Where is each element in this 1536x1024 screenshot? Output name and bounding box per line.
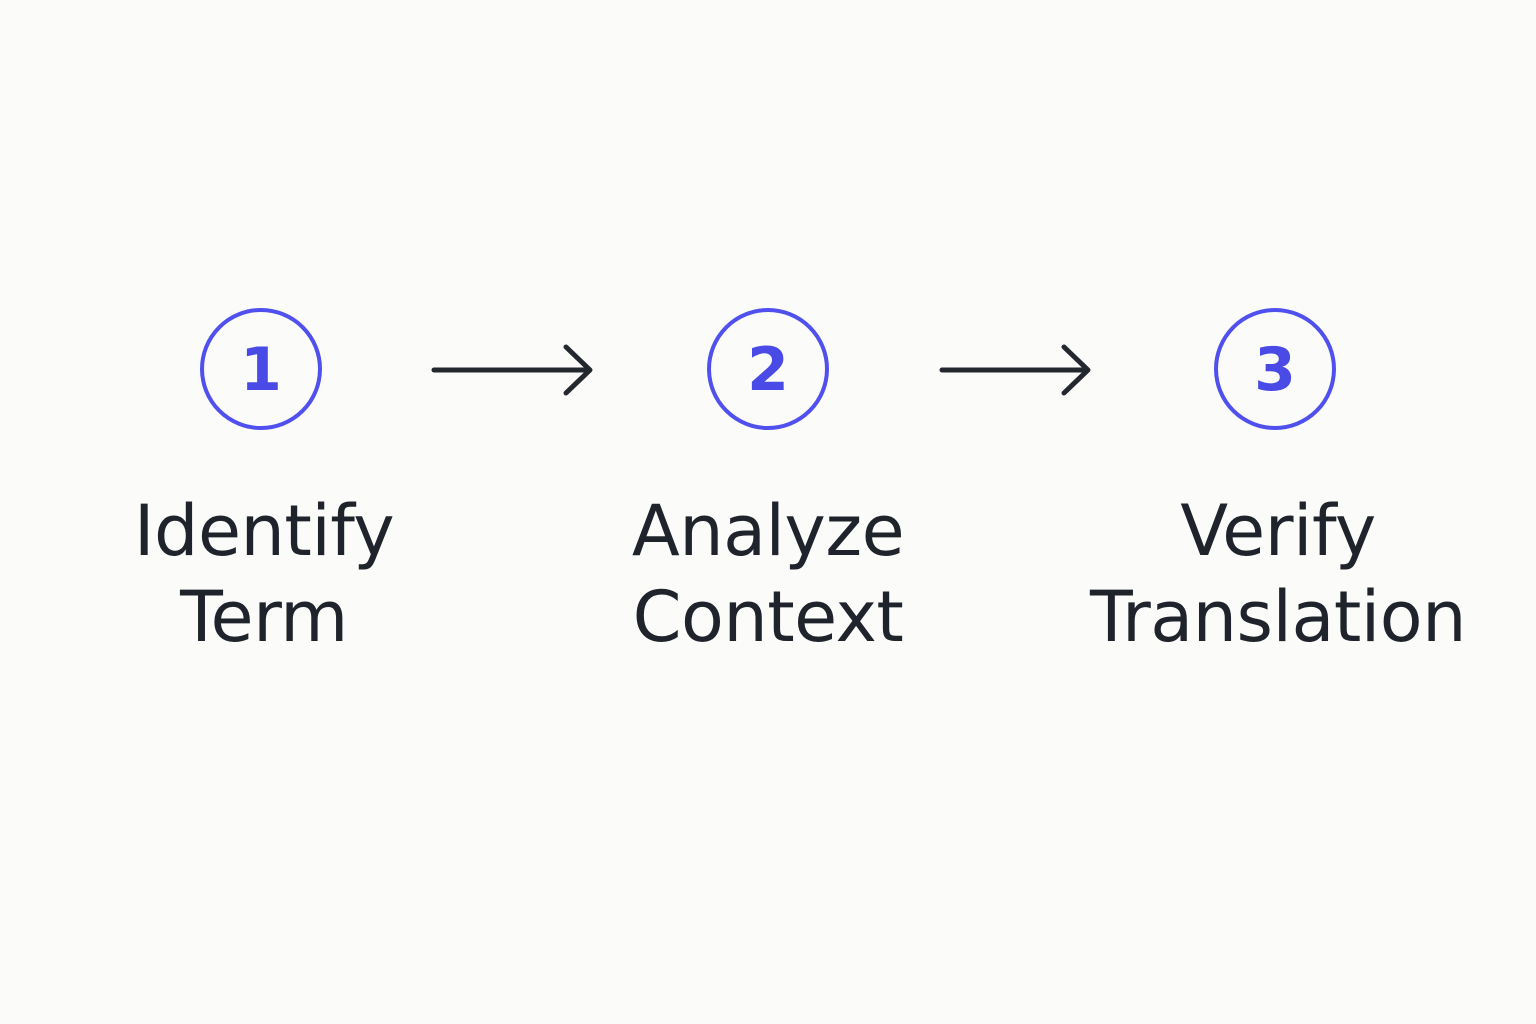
step-1-label: Identify Term — [54, 488, 474, 660]
step-1-number-circle: 1 — [200, 308, 322, 430]
step-3-label-line1: Verify — [1180, 490, 1376, 572]
step-3-number-circle: 3 — [1214, 308, 1336, 430]
step-2-label-line1: Analyze — [631, 490, 905, 572]
step-2-number: 2 — [747, 335, 789, 405]
step-3-label-line2: Translation — [1090, 576, 1466, 658]
step-1-number: 1 — [240, 335, 282, 405]
step-3-label: Verify Translation — [1068, 488, 1488, 660]
arrow-right-icon — [939, 344, 1091, 396]
step-2-label: Analyze Context — [558, 488, 978, 660]
step-1-label-line1: Identify — [133, 490, 395, 572]
step-2-label-line2: Context — [632, 576, 904, 658]
step-2-number-circle: 2 — [707, 308, 829, 430]
arrow-right-icon — [431, 344, 593, 396]
step-3-number: 3 — [1254, 335, 1296, 405]
step-1-label-line2: Term — [180, 576, 348, 658]
